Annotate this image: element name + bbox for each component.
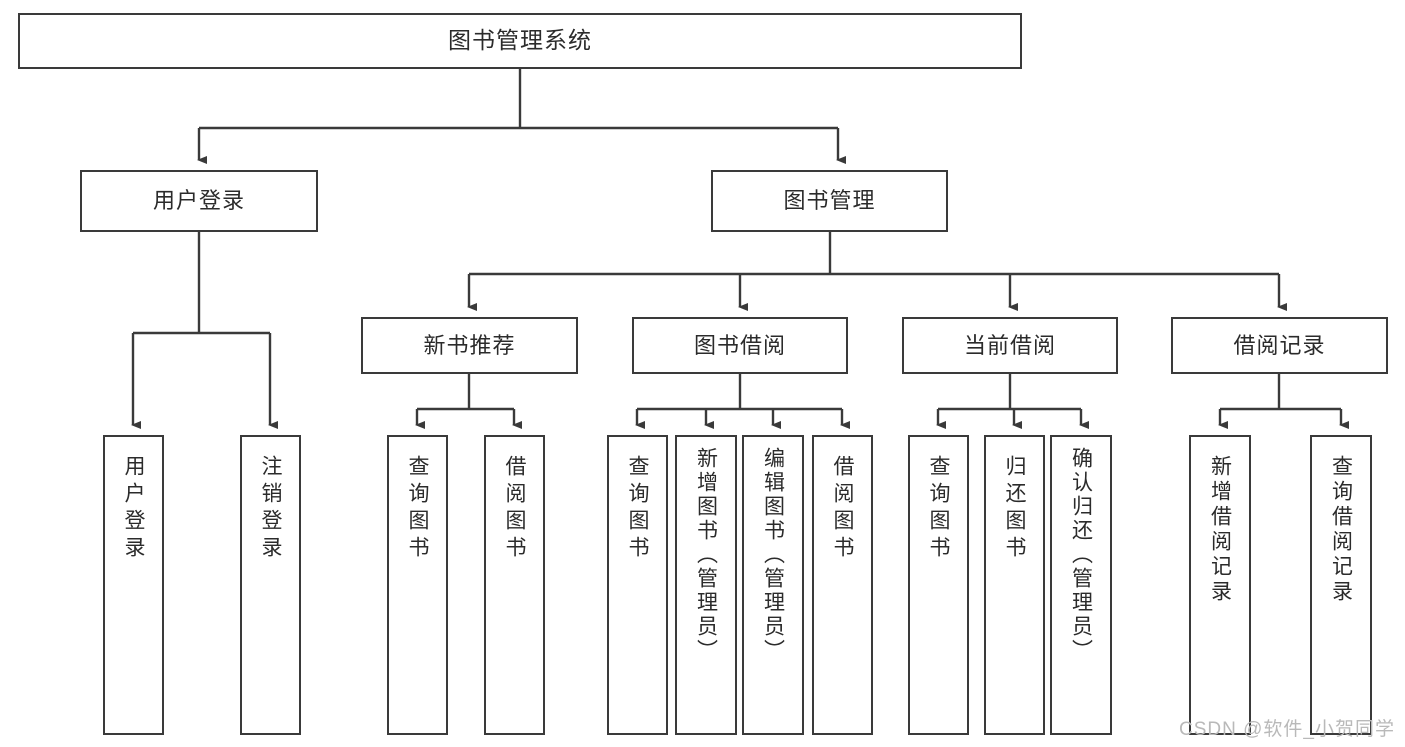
node-leaf-record-query-label: 查询借阅记录 xyxy=(1329,455,1353,605)
node-book-manage[interactable]: 图书管理 xyxy=(711,170,948,232)
node-leaf-confirm-return-label: 确认归还（管理员） xyxy=(1069,447,1093,663)
node-leaf-cur-query[interactable]: 查询图书 xyxy=(908,435,969,735)
node-new-book-rec-label: 新书推荐 xyxy=(423,332,516,358)
node-borrow-record[interactable]: 借阅记录 xyxy=(1171,317,1388,374)
node-leaf-user-login-label: 用户登录 xyxy=(122,455,145,563)
node-leaf-borrow-query[interactable]: 查询图书 xyxy=(607,435,668,735)
node-leaf-logout-label: 注销登录 xyxy=(259,455,282,563)
node-leaf-cur-query-label: 查询图书 xyxy=(927,455,950,563)
node-current-borrow[interactable]: 当前借阅 xyxy=(902,317,1118,374)
node-leaf-book-borrow[interactable]: 借阅图书 xyxy=(812,435,873,735)
node-user-login[interactable]: 用户登录 xyxy=(80,170,318,232)
node-book-borrow-label: 图书借阅 xyxy=(693,332,786,358)
node-book-manage-label: 图书管理 xyxy=(783,188,876,214)
node-leaf-book-borrow-label: 借阅图书 xyxy=(831,455,854,563)
node-leaf-user-login[interactable]: 用户登录 xyxy=(103,435,164,735)
node-root[interactable]: 图书管理系统 xyxy=(18,13,1022,69)
node-leaf-confirm-return[interactable]: 确认归还（管理员） xyxy=(1050,435,1112,735)
node-leaf-rec-borrow[interactable]: 借阅图书 xyxy=(484,435,545,735)
node-leaf-logout[interactable]: 注销登录 xyxy=(240,435,301,735)
node-book-borrow[interactable]: 图书借阅 xyxy=(632,317,848,374)
node-leaf-record-query[interactable]: 查询借阅记录 xyxy=(1310,435,1372,735)
node-leaf-record-add[interactable]: 新增借阅记录 xyxy=(1189,435,1251,735)
node-leaf-book-edit[interactable]: 编辑图书（管理员） xyxy=(742,435,804,735)
node-leaf-return-book-label: 归还图书 xyxy=(1003,455,1026,563)
node-leaf-borrow-query-label: 查询图书 xyxy=(626,455,649,563)
node-leaf-return-book[interactable]: 归还图书 xyxy=(984,435,1045,735)
node-leaf-record-add-label: 新增借阅记录 xyxy=(1208,455,1232,605)
node-current-borrow-label: 当前借阅 xyxy=(963,332,1056,358)
node-leaf-book-add-label: 新增图书（管理员） xyxy=(694,447,718,663)
node-leaf-book-edit-label: 编辑图书（管理员） xyxy=(761,447,785,663)
node-root-label: 图书管理系统 xyxy=(448,27,592,54)
node-leaf-rec-borrow-label: 借阅图书 xyxy=(503,455,526,563)
node-leaf-book-add[interactable]: 新增图书（管理员） xyxy=(675,435,737,735)
node-leaf-rec-query-label: 查询图书 xyxy=(406,455,429,563)
node-leaf-rec-query[interactable]: 查询图书 xyxy=(387,435,448,735)
node-borrow-record-label: 借阅记录 xyxy=(1233,332,1326,358)
csdn-watermark: CSDN @软件_小贺同学 xyxy=(1179,719,1395,740)
node-user-login-label: 用户登录 xyxy=(152,188,245,214)
node-new-book-rec[interactable]: 新书推荐 xyxy=(361,317,578,374)
